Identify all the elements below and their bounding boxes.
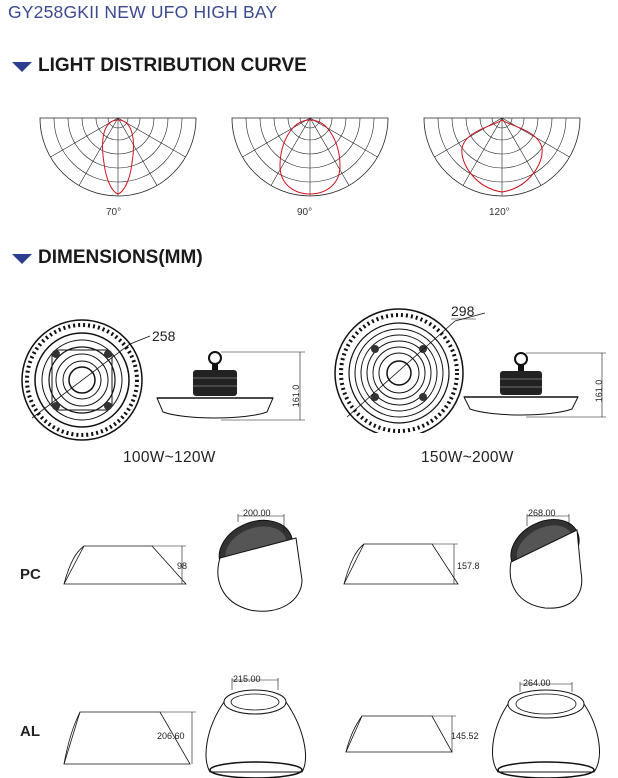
polar-chart-90 xyxy=(231,117,389,197)
triangle-down-icon xyxy=(12,254,32,264)
al-right-height: 145.52 xyxy=(451,731,479,741)
al-reflector-large: 145.52 264.00 xyxy=(345,678,600,778)
al-right-diameter: 264.00 xyxy=(523,678,551,688)
row-label-pc: PC xyxy=(20,566,41,583)
dimension-diameter: 258 xyxy=(152,328,176,344)
dimension-height: 161.0 xyxy=(291,385,301,408)
triangle-down-icon xyxy=(12,62,32,72)
curve-label-120: 120° xyxy=(489,207,510,218)
pc-reflector-large: 157.8 268.00 xyxy=(343,508,583,609)
pc-right-diameter: 268.00 xyxy=(528,508,556,518)
fixture-drawing-large: 298 161.0 xyxy=(334,303,606,433)
pc-right-3d xyxy=(509,514,583,609)
dimension-height: 161.0 xyxy=(594,380,604,403)
polar-curves xyxy=(39,117,581,197)
section-title: DIMENSIONS(MM) xyxy=(38,247,203,268)
fixture-drawing-small: 258 161.0 xyxy=(21,319,305,441)
curve-label-70: 70° xyxy=(106,207,122,218)
row-label-al: AL xyxy=(20,723,40,740)
dimension-diameter: 298 xyxy=(451,303,475,319)
fixture-top-view xyxy=(334,308,486,433)
polar-chart-120 xyxy=(423,117,581,197)
polar-chart-70 xyxy=(39,117,197,197)
page-title: GY258GKII NEW UFO HIGH BAY xyxy=(8,2,278,22)
al-left-diameter: 215.00 xyxy=(233,674,261,684)
curve-label-90: 90° xyxy=(297,207,313,218)
pc-left-height: 98 xyxy=(177,561,187,571)
fixture-watt-small: 100W~120W xyxy=(123,449,216,466)
section-light-distribution: LIGHT DISTRIBUTION CURVE xyxy=(12,55,307,77)
section-title: LIGHT DISTRIBUTION CURVE xyxy=(38,55,307,76)
pc-reflector-small: 98 200.00 xyxy=(63,508,303,612)
fixture-side-view xyxy=(463,352,606,418)
fixture-watt-large: 150W~200W xyxy=(421,449,514,466)
fixture-top-view xyxy=(21,319,151,441)
section-dimensions: DIMENSIONS(MM) xyxy=(12,247,203,269)
fixture-side-view xyxy=(156,351,305,421)
pc-right-height: 157.8 xyxy=(457,561,480,571)
al-right-3d xyxy=(492,682,600,778)
al-reflector-small: 206.60 215.00 xyxy=(63,674,306,778)
al-left-3d xyxy=(205,678,306,778)
al-left-height: 206.60 xyxy=(157,731,185,741)
pc-left-diameter: 200.00 xyxy=(243,508,271,518)
pc-left-3d xyxy=(217,514,303,612)
